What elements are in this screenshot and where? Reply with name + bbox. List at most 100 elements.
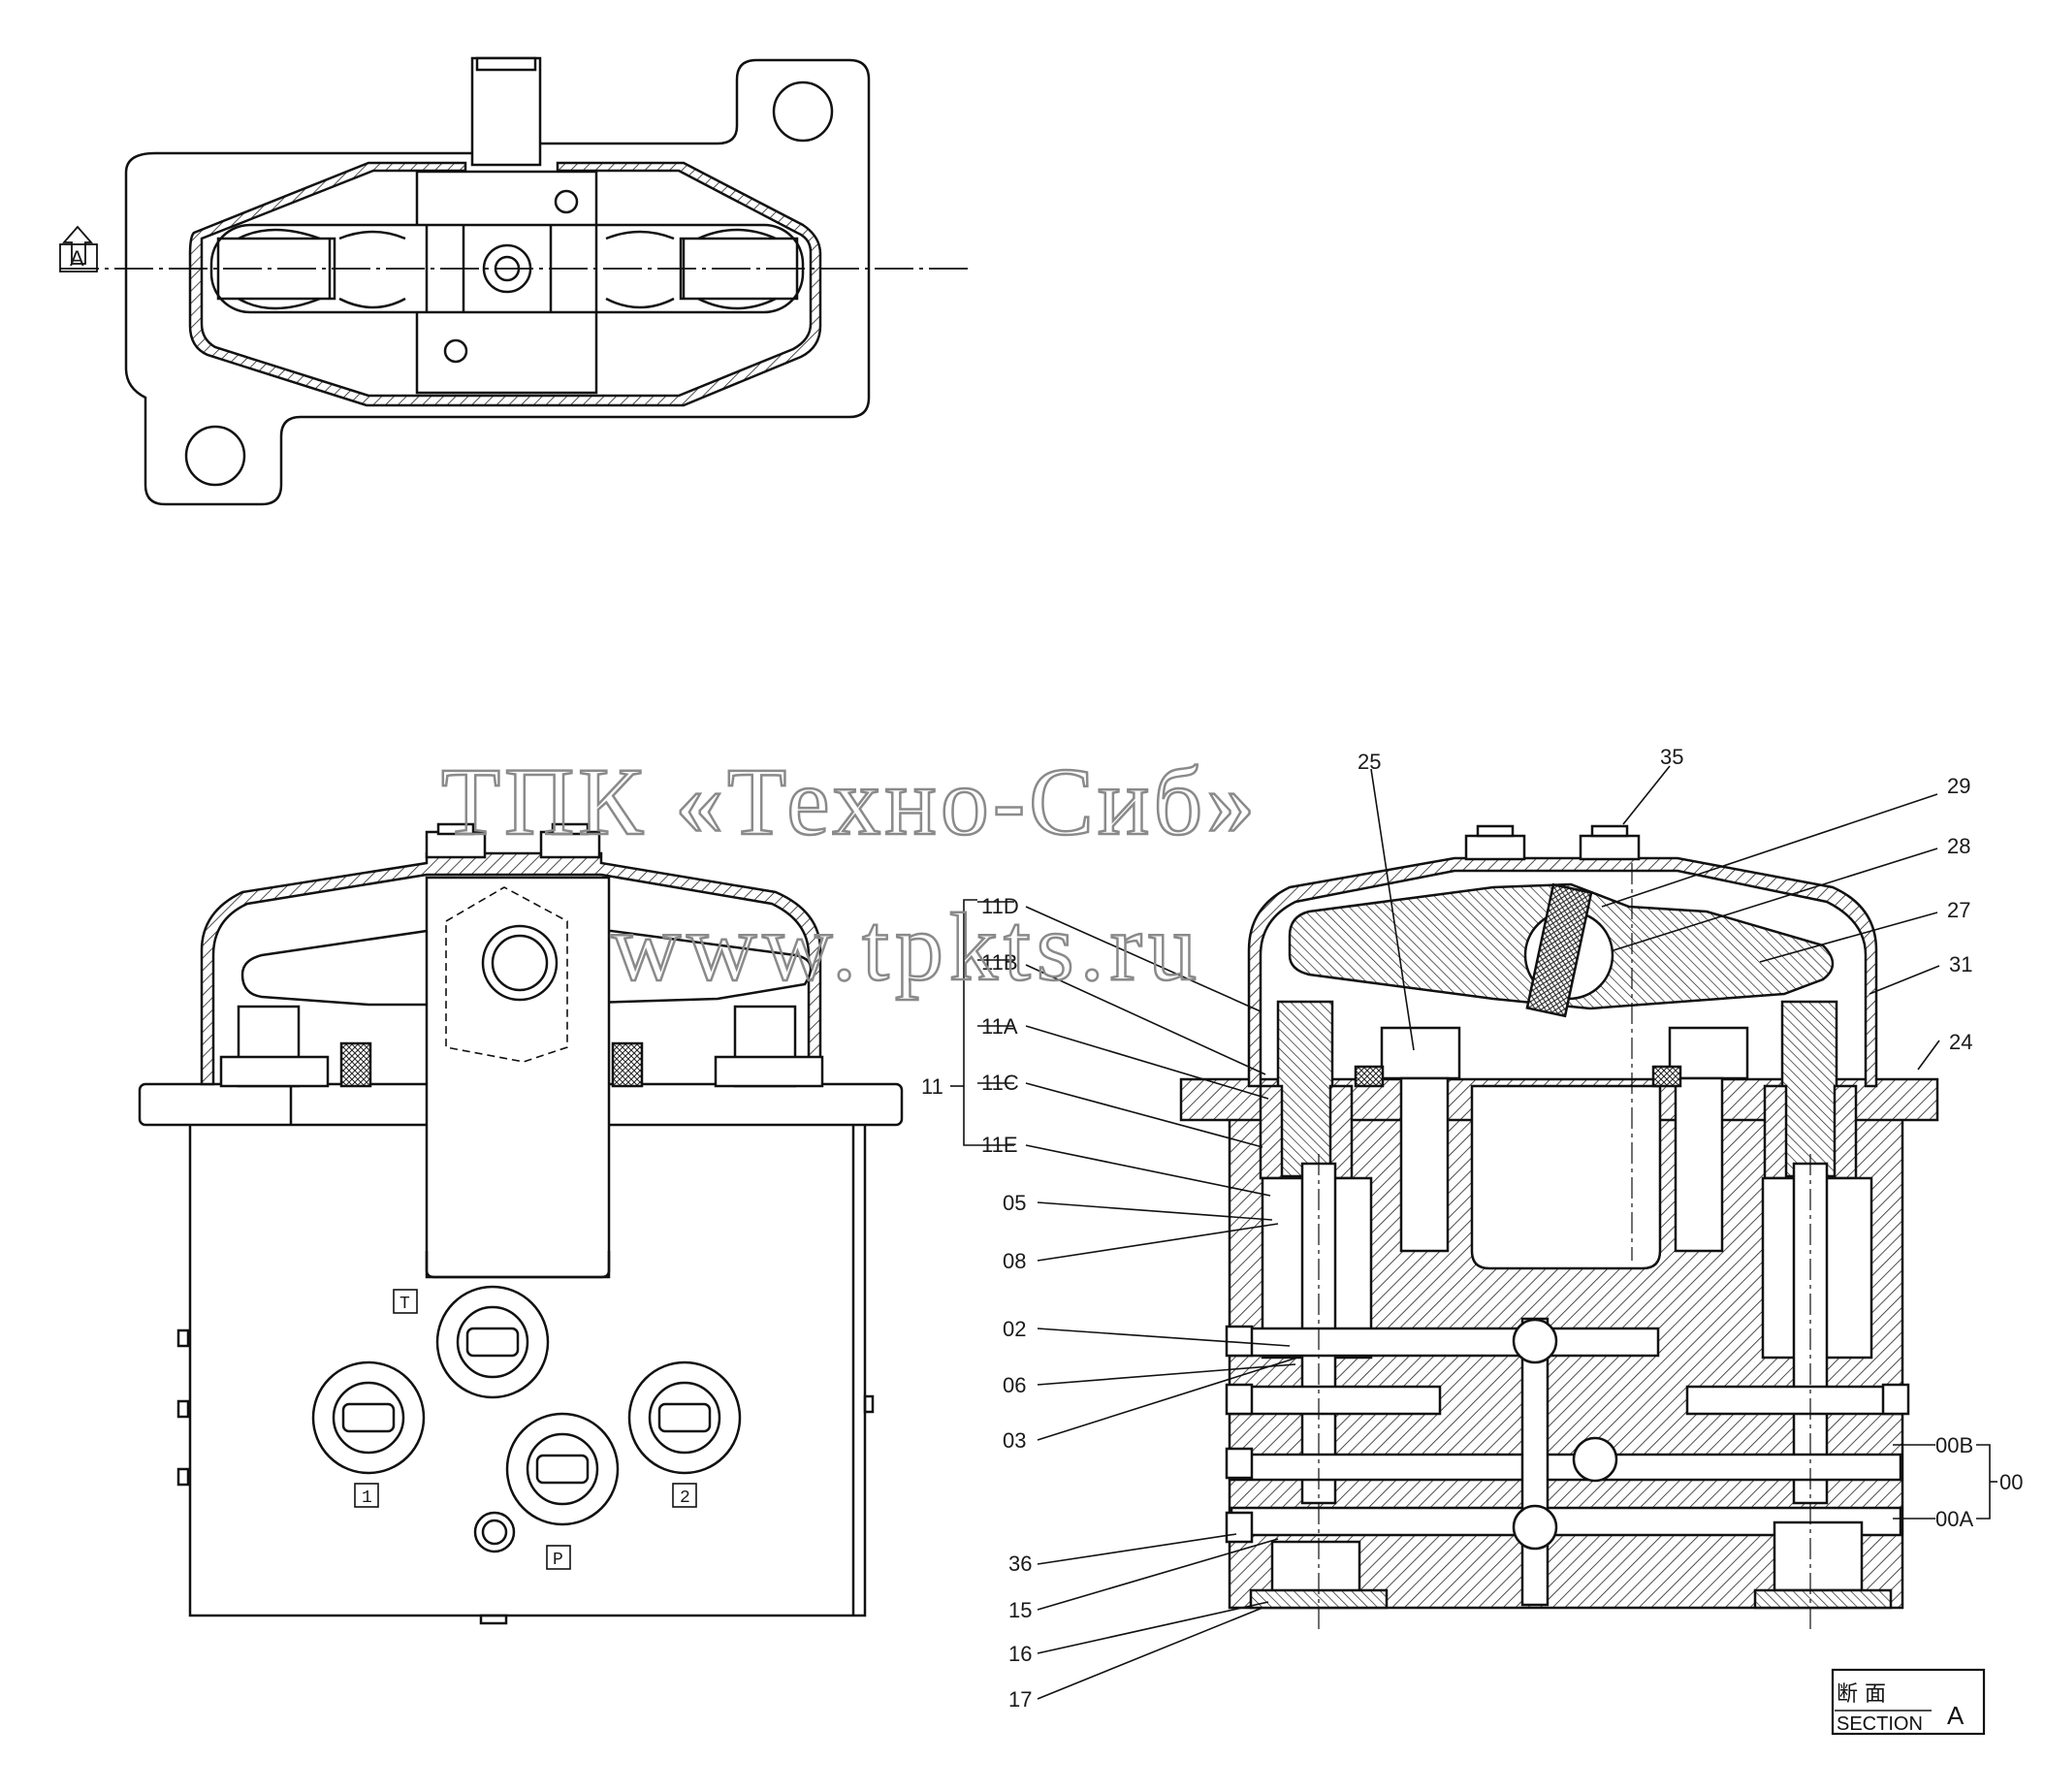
port-1-label: 1: [362, 1488, 372, 1508]
cover-shell: [188, 161, 822, 407]
port-t-inner: [456, 1305, 529, 1379]
plunger-base-left: [219, 1055, 330, 1088]
callout-25: 25: [1358, 750, 1381, 774]
side-plug: [1225, 1447, 1254, 1480]
bottom-plug-left: [1270, 1540, 1361, 1597]
section-title-box: [1831, 1668, 1986, 1736]
port-p-inner: [526, 1432, 599, 1506]
port-1-slot: [341, 1402, 396, 1433]
mounting-plate: [124, 58, 871, 506]
callout-11E: 11E: [981, 1133, 1018, 1157]
section-marker-label: A: [70, 246, 84, 271]
side-tab: [176, 1328, 190, 1348]
passage: [1230, 1385, 1442, 1416]
side-tab: [863, 1394, 875, 1414]
spring-left: [339, 1041, 372, 1088]
callout-03: 03: [1003, 1428, 1026, 1453]
callout-36: 36: [1008, 1552, 1032, 1576]
section-top-bolt-cap: [1476, 824, 1515, 838]
yoke-bottom: [425, 1251, 611, 1279]
spring-block-right: [1651, 1065, 1682, 1088]
cover-dome: [200, 851, 822, 1086]
callout-11A: 11A: [981, 1014, 1018, 1039]
callout-17: 17: [1008, 1687, 1032, 1712]
section-top-bolt: [1579, 834, 1641, 861]
callout-11D: 11D: [981, 894, 1019, 918]
port-p-slot: [535, 1454, 590, 1485]
roller-mid-right: [605, 230, 675, 309]
section-title-english: SECTION: [1837, 1713, 1923, 1735]
callout-24: 24: [1949, 1030, 1972, 1054]
callout-00B: 00B: [1935, 1433, 1973, 1457]
callout-28: 28: [1947, 834, 1970, 858]
roller-right: [697, 228, 777, 310]
mounting-hole-bottom-left: [184, 425, 246, 487]
port-t-label-box: [393, 1289, 418, 1314]
section-cavity: [1470, 1084, 1662, 1270]
port-p-outer: [505, 1412, 620, 1526]
section-title-japanese: 断 面: [1837, 1682, 1886, 1707]
callout-06: 06: [1003, 1373, 1026, 1397]
top-view: [59, 56, 970, 506]
shaft-cap: [475, 56, 537, 72]
side-tab: [479, 1614, 508, 1625]
side-plug: [1881, 1383, 1910, 1416]
callout-31: 31: [1949, 952, 1972, 976]
gauge-port-inner: [481, 1519, 508, 1546]
callout-16: 16: [1008, 1642, 1032, 1666]
port-2-slot: [657, 1402, 712, 1433]
watermark-company: ТПК «Техно-Сиб»: [441, 748, 1259, 855]
plunger-left-section: [1276, 1000, 1334, 1178]
roller-mid-left: [338, 230, 406, 309]
callout-11B: 11B: [981, 950, 1018, 975]
port-2-outer: [627, 1360, 742, 1475]
shaft: [470, 56, 542, 167]
inner-bolt-shank: [1674, 1076, 1724, 1253]
port-t-label: T: [399, 1295, 410, 1314]
upper-block-hole: [554, 189, 579, 214]
inner-bolt-head: [1380, 1026, 1461, 1080]
lower-block-hole: [443, 338, 468, 364]
bottom-plug-right: [1773, 1520, 1864, 1592]
callout-08: 08: [1003, 1249, 1026, 1273]
front-view: [138, 822, 904, 1625]
port-2-inner: [648, 1381, 721, 1455]
section-marker-box: [59, 243, 98, 272]
callout-11C: 11C: [981, 1071, 1019, 1095]
inner-bolt-shank: [1399, 1076, 1450, 1253]
section-arrow: [62, 225, 93, 265]
top-bolt: [539, 830, 601, 859]
callout-00A: 00A: [1935, 1507, 1973, 1531]
cross-bore: [1512, 1318, 1558, 1364]
port-1-inner: [332, 1381, 405, 1455]
callout-11: 11: [921, 1074, 943, 1099]
mounting-hole-top-right: [772, 80, 834, 143]
port-p-label: P: [553, 1551, 563, 1570]
port-t-slot: [465, 1327, 520, 1358]
yoke-notch: [445, 886, 568, 1063]
section-cover: [1247, 856, 1878, 1088]
side-plug: [1225, 1511, 1254, 1544]
callout-29: 29: [1947, 774, 1970, 798]
leader-lines: [950, 765, 1997, 1700]
guide-left: [1259, 1084, 1284, 1180]
port-2-label-box: [672, 1483, 697, 1508]
side-plug: [1225, 1383, 1254, 1416]
callout-05: 05: [1003, 1191, 1026, 1215]
top-bolt-cap: [436, 822, 475, 836]
passage: [1685, 1385, 1902, 1416]
callout-35: 35: [1660, 745, 1683, 769]
guide-right: [1833, 1084, 1858, 1180]
passage: [1230, 1327, 1660, 1358]
section-lever-pin: [1525, 882, 1593, 1018]
upper-block: [415, 170, 598, 232]
section-title-letter: A: [1947, 1701, 1965, 1730]
port-1-outer: [311, 1360, 426, 1475]
spring-block-left: [1354, 1065, 1385, 1088]
guide-right: [1763, 1084, 1788, 1180]
top-bolt-cap: [551, 822, 590, 836]
port-2-label: 2: [680, 1488, 690, 1508]
callout-00: 00: [1999, 1470, 2023, 1494]
watermark-url: www.tpkts.ru: [611, 893, 1202, 1001]
